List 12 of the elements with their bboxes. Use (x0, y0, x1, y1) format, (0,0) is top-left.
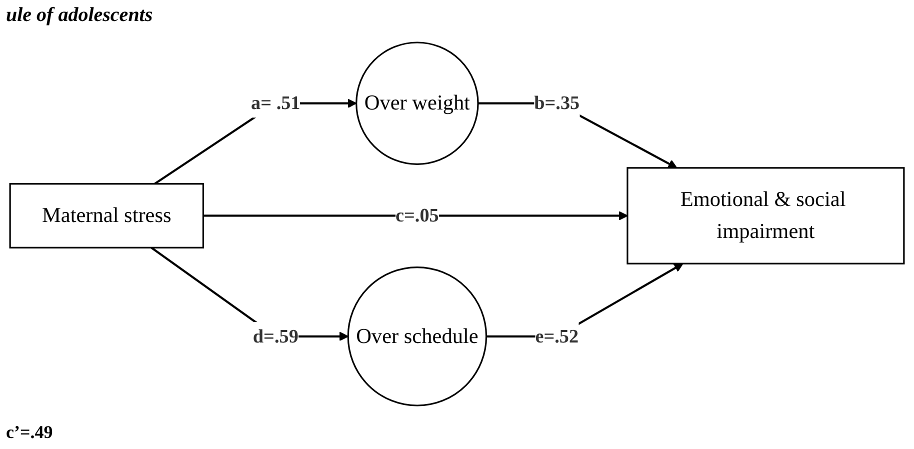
node-circle: Over weight (356, 42, 479, 165)
title: ule of adolescents (6, 4, 153, 27)
edge-label: b=.35 (534, 92, 580, 114)
edge-label: d=.59 (252, 325, 298, 347)
node-box: Maternal stress (9, 183, 204, 248)
node-box: Emotional & social impairment (626, 167, 905, 264)
arrow (203, 211, 628, 220)
edge-label: e=.52 (535, 325, 579, 347)
edge-label: a= .51 (251, 92, 300, 114)
edge-label: c=.05 (396, 204, 439, 226)
path-coefficient: c’=.49 (6, 422, 53, 442)
node-circle: Over schedule (347, 266, 488, 406)
